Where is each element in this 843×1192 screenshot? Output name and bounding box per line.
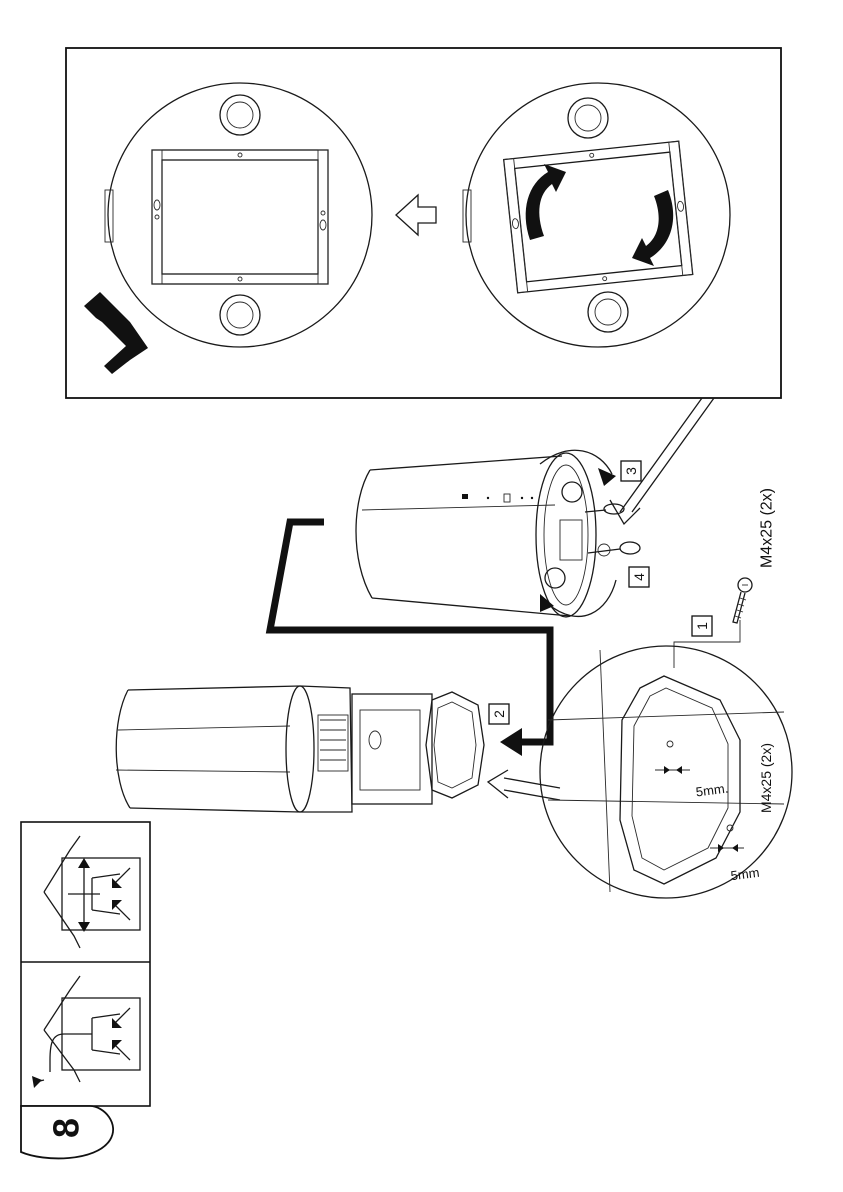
screw-gap-detail	[540, 646, 792, 898]
step-4-label: 4	[629, 567, 649, 587]
screw-icon	[733, 578, 752, 623]
chimney-cylinder-upper	[356, 450, 640, 617]
screw-spec-detail-label: M4x25 (2x)	[758, 743, 774, 813]
detail-pointer-arrow	[488, 770, 560, 800]
svg-text:1: 1	[694, 622, 710, 630]
screw-spec-label: M4x25 (2x)	[759, 488, 776, 568]
gap-dimension-a: 5mm.	[695, 781, 729, 800]
step-1-label: 1	[692, 616, 712, 636]
svg-text:2: 2	[491, 710, 507, 718]
step-number: 8	[46, 1118, 87, 1138]
chimney-duct-lower	[116, 686, 484, 812]
svg-text:3: 3	[623, 467, 639, 475]
step-2-label: 2	[489, 704, 509, 724]
step-number-badge: 8	[21, 1106, 113, 1158]
svg-text:4: 4	[631, 573, 647, 581]
alignment-detail-panel	[66, 48, 781, 398]
mode-icons-panel	[21, 822, 150, 1106]
gap-dimension-b: 5mm	[730, 865, 761, 883]
step-3-label: 3	[621, 461, 641, 481]
